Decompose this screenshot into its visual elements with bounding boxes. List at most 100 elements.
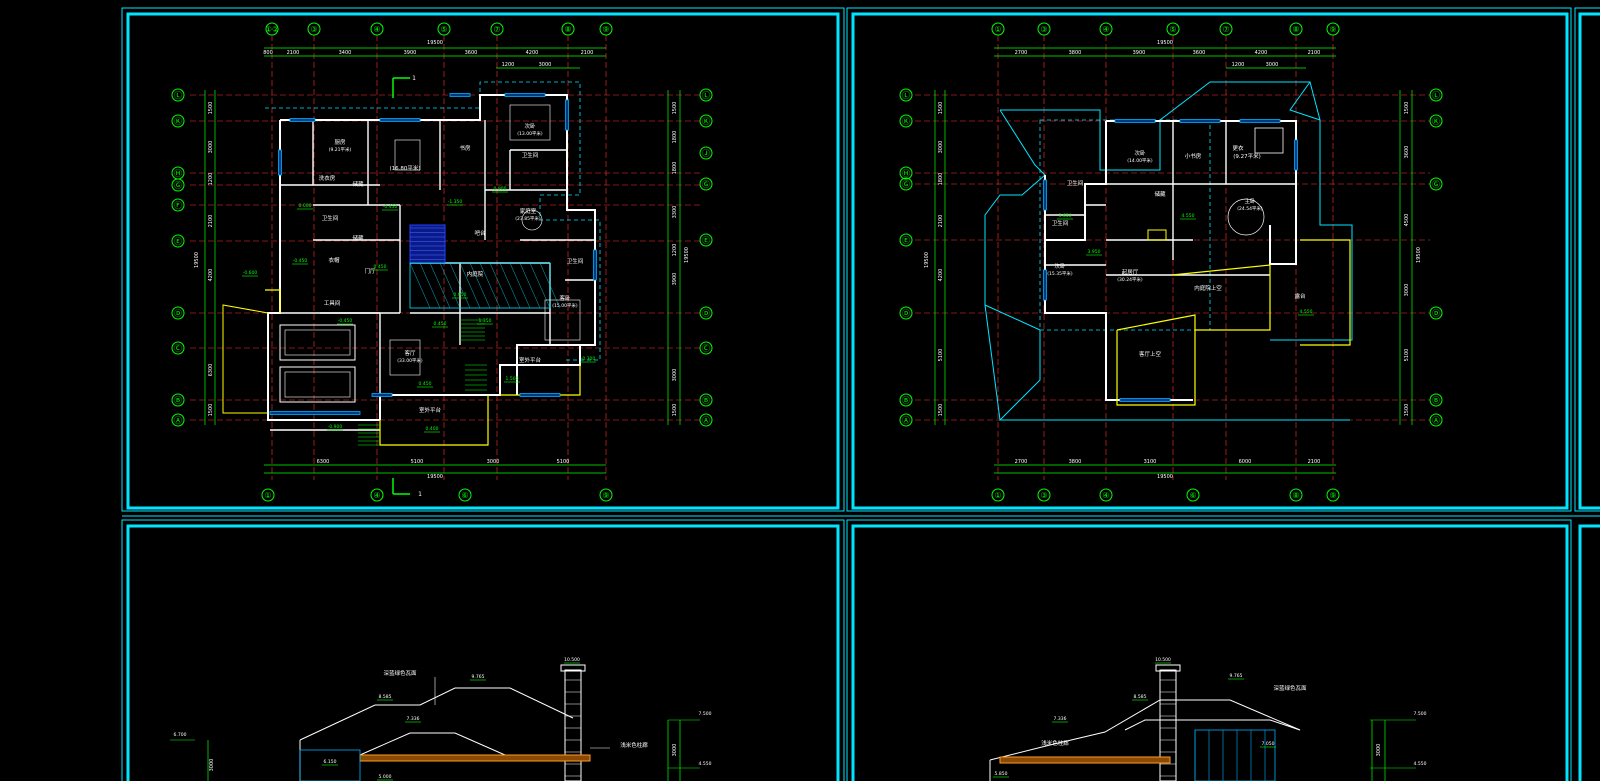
dim-text-bottom: 2100 [1308,459,1321,465]
axis-bubble-right-label: Ⓑ [702,396,710,405]
frame-plan2-outer [846,7,1572,512]
axis-bubble-left-circle [899,306,913,320]
axis-bubble-top-label: ④ [1102,25,1109,34]
axis-bubble-top-circle [307,22,321,36]
axis-bubble-right-circle [1429,393,1443,407]
axis-bubble-left-label: Ⓔ [174,237,182,246]
dim-text-bottom-total: 19500 [427,474,443,480]
roof-line-upper [1124,719,1301,731]
axis-bubble-right-circle [1429,177,1443,191]
axis-bubble-right-label: Ⓓ [702,309,710,318]
axis-bubble-right-label: Ⓛ [1432,91,1440,100]
frame-plan1-outer [121,7,845,512]
axis-bubble-left-circle [899,393,913,407]
axis-bubble-left-circle [899,114,913,128]
axis-bubble-top-label: ③ [310,25,317,34]
rear-elevation[interactable]: 深蓝绿色瓦面浅米色柱廊10.5009.7658.5857.3367.0505.8… [989,657,1427,781]
room-label: 卫生间 [567,257,584,265]
courtyard-hatch [489,262,511,309]
note-roof: 深蓝绿色瓦面 [1273,684,1307,692]
front-elevation[interactable]: 深蓝绿色瓦面浅米色柱廊10.5009.7658.5857.3366.1505.0… [170,657,712,781]
axis-bubble-right-circle [699,146,713,160]
dim-text-right: 3000 [672,369,678,382]
dim-text-top: 800 [263,50,273,56]
note-wall: 浅米色柱廊 [620,741,648,749]
axis-bubble-top-circle [561,22,575,36]
axis-bubble-bottom-label: ① [994,491,1001,500]
dim-text-left: 1500 [938,404,944,417]
level-mark-left: 6.700 [174,732,187,738]
axis-bubble-left-circle [899,88,913,102]
dim-text-right: 1800 [672,162,678,175]
level-mark-right: 7.500 [1414,711,1427,717]
axis-bubble-right-label: Ⓖ [1432,180,1440,189]
axis-bubble-top-circle [1166,22,1180,36]
axis-bubble-right-circle [699,306,713,320]
dim-text-left: 5100 [938,349,944,362]
roof-line-lower [359,732,506,756]
window [1239,119,1281,123]
frame-elev2-inner [851,524,1569,781]
dim-text-top: 4200 [526,50,539,56]
dim-text-left: 4200 [208,269,214,282]
terrace-left [265,289,281,313]
axis-bubble-bottom-circle [370,488,384,502]
room-label: 露台 [1294,292,1306,300]
axis-bubble-left-circle [171,198,185,212]
chimney [1159,669,1177,781]
axis-bubble-top-label: ⑤ [440,25,447,34]
axis-bubble-left-circle [171,306,185,320]
room-label: 室外平台 [419,406,442,414]
axis-bubble-left-circle [171,178,185,192]
stair-blue [409,224,446,264]
level-mark: 4.550 [1182,213,1195,219]
room-label: 家庭室 [520,207,537,215]
axis-bubble-top-circle [370,22,384,36]
room-label: 次卧 [1054,262,1066,270]
level-mark: 5.850 [995,771,1008,777]
dim-text-right: 3900 [672,273,678,286]
room-label: 卫生间 [1067,179,1084,187]
room-label: 洗衣房 [319,174,336,182]
dim-text-right: 1200 [672,244,678,257]
round-bed [1227,198,1265,236]
axis-bubble-top-circle [1037,22,1051,36]
axis-bubble-top-label: ⑦ [493,25,500,34]
frame-right-edge-outer [1574,7,1600,512]
bed [509,104,551,141]
axis-bubble-left-label: Ⓛ [174,91,182,100]
axis-bubble-bottom-circle [1289,488,1303,502]
courtyard-void-outline [1171,264,1271,331]
axis-bubble-left-circle [899,413,913,427]
courtyard-hatch [519,262,541,309]
room-label: 吧台 [474,229,486,237]
axis-bubble-right-label: Ⓔ [702,236,710,245]
level-mark: -1.350 [448,199,463,205]
railing-orange [359,754,591,762]
axis-bubble-left-circle [899,233,913,247]
room-label: 书房 [459,144,471,152]
roof-outline-upper [1000,81,1353,341]
level-mark: 9.765 [1230,673,1243,679]
level-mark: 3.950 [1088,249,1101,255]
axis-bubble-bottom-label: ⑥ [1189,491,1196,500]
courtyard-hatch [459,262,481,309]
exterior-wall [1106,120,1297,265]
level-mark: 3.650 [1059,213,1072,219]
dim-text-bottom: 3000 [487,459,500,465]
window [1043,269,1047,301]
room-label: 客厅上空 [1139,350,1162,358]
level-mark: -0.450 [383,204,398,210]
axis-bubble-left-label: Ⓚ [174,117,182,126]
window [1294,139,1298,171]
note-wall: 浅米色柱廊 [1041,739,1069,747]
axis-bubble-left-label: Ⓗ [902,169,910,178]
axis-bubble-right-circle [699,393,713,407]
level-mark: 4.550 [1300,309,1313,315]
axis-bubble-top-label: ⑨ [1329,25,1336,34]
room-area: (24.54平米) [1237,205,1263,212]
axis-bubble-left-circle [171,88,185,102]
